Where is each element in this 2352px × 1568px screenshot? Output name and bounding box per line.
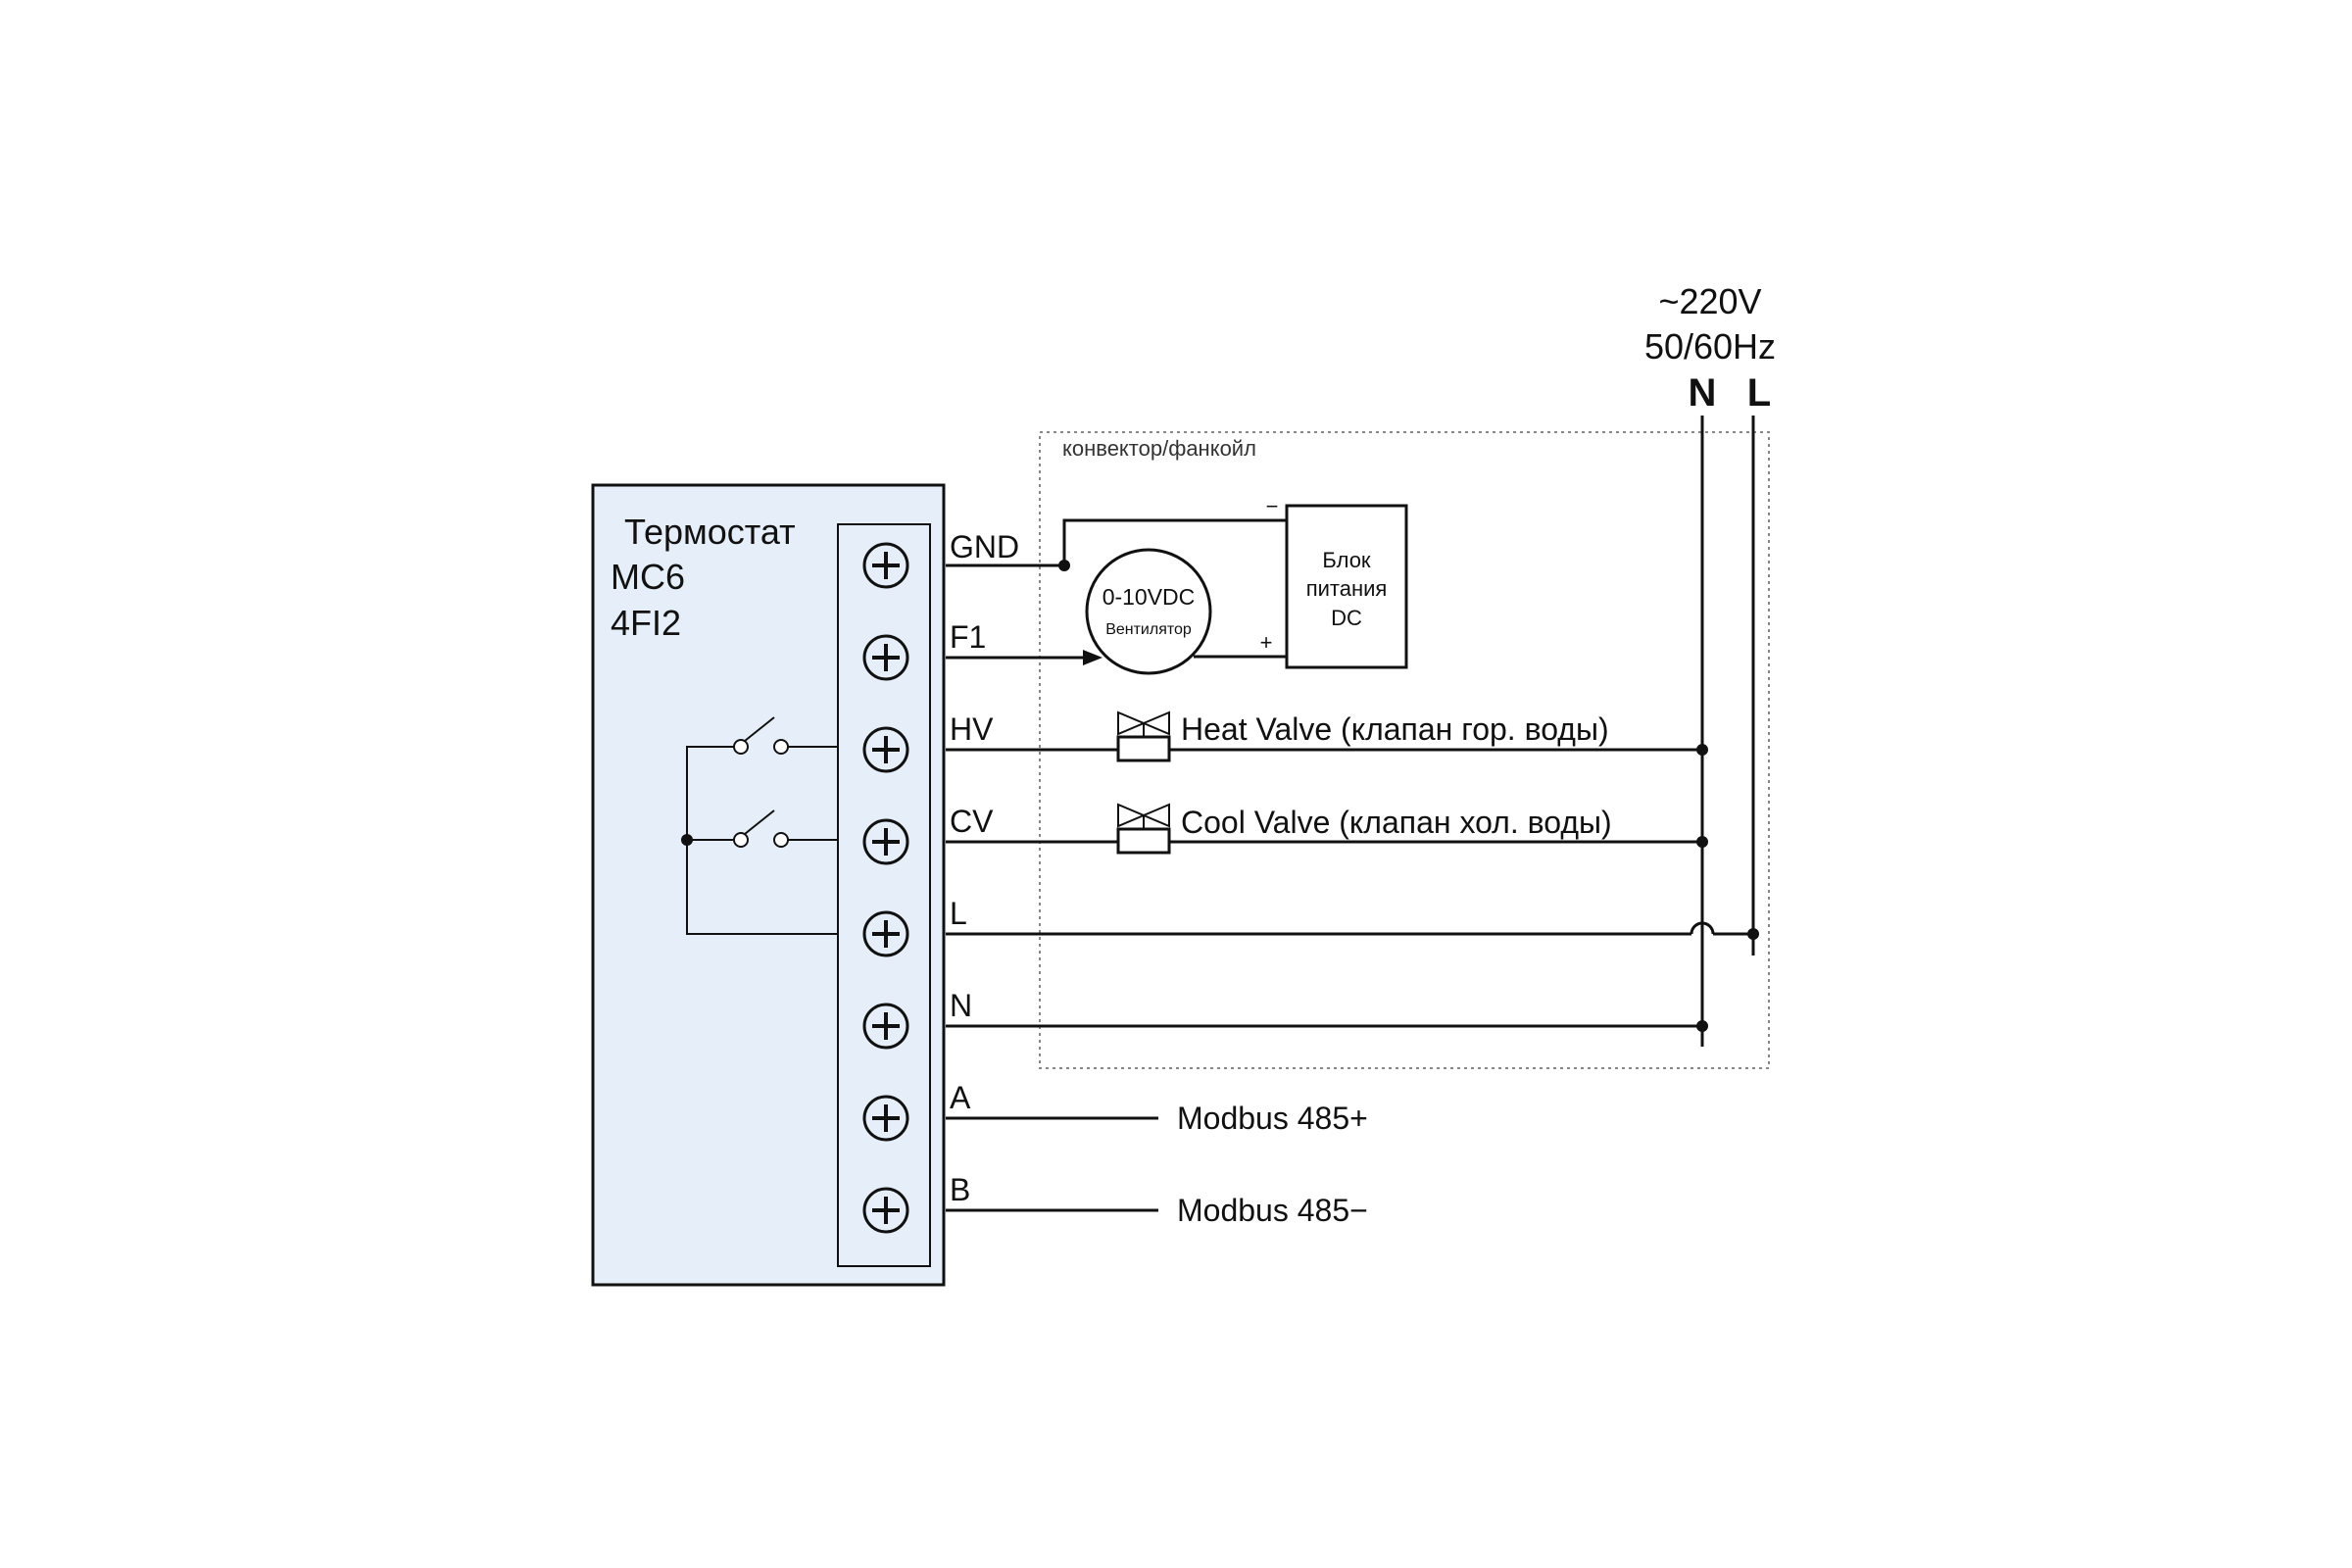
n-wire xyxy=(946,1020,1708,1032)
terminal-label-hv: HV xyxy=(950,711,994,747)
fan-sublabel: Вентилятор xyxy=(1105,621,1192,638)
terminal-label-a: A xyxy=(950,1080,971,1115)
terminal-label-n: N xyxy=(950,988,972,1023)
supply-l-label: L xyxy=(1747,371,1771,415)
fan-label: 0-10VDC xyxy=(1102,584,1196,610)
terminal-b[interactable] xyxy=(862,1187,909,1234)
psu-line3: DC xyxy=(1331,606,1362,630)
psu-line2: питания xyxy=(1306,576,1388,601)
terminal-gnd[interactable] xyxy=(862,542,909,589)
psu-block: Блок питания DC xyxy=(1285,504,1408,669)
l-wire xyxy=(946,921,1759,940)
thermostat-title-line1: Термостат xyxy=(624,512,796,552)
f1-wire xyxy=(946,650,1102,665)
cv-wire xyxy=(946,836,1708,848)
terminal-label-b: B xyxy=(950,1172,970,1207)
psu-plus-label: + xyxy=(1260,630,1273,655)
modbus-b-label: Modbus 485− xyxy=(1177,1193,1368,1228)
heat-valve-icon xyxy=(1116,710,1171,762)
psu-line1: Блок xyxy=(1322,548,1371,572)
gnd-wire xyxy=(946,518,1287,571)
heat-valve-label: Heat Valve (клапан гор. воды) xyxy=(1181,711,1609,747)
supply-n-label: N xyxy=(1689,371,1717,415)
thermostat-title-line3: 4FI2 xyxy=(611,603,681,643)
terminal-label-cv: CV xyxy=(950,804,994,839)
psu-minus-label: − xyxy=(1266,494,1279,518)
convector-fancoil-label: конвектор/фанкойл xyxy=(1062,436,1256,461)
terminal-a[interactable] xyxy=(862,1095,909,1142)
terminal-l[interactable] xyxy=(862,910,909,957)
fan-motor: 0-10VDC Вентилятор xyxy=(1085,548,1212,675)
modbus-a-label: Modbus 485+ xyxy=(1177,1101,1368,1136)
terminal-hv[interactable] xyxy=(862,726,909,773)
supply-voltage: ~220V xyxy=(1658,281,1761,321)
terminal-label-gnd: GND xyxy=(950,529,1019,564)
thermostat-title-line2: MC6 xyxy=(611,557,685,597)
cool-valve-label: Cool Valve (клапан хол. воды) xyxy=(1181,805,1612,840)
terminal-label-l: L xyxy=(950,896,967,931)
cool-valve-icon xyxy=(1116,803,1171,855)
terminal-label-f1: F1 xyxy=(950,619,986,655)
terminal-n[interactable] xyxy=(862,1003,909,1050)
convector-fancoil-box xyxy=(1039,431,1770,1069)
terminal-cv[interactable] xyxy=(862,818,909,865)
internal-relay-switches xyxy=(681,716,838,935)
terminal-f1[interactable] xyxy=(862,634,909,681)
supply-frequency: 50/60Hz xyxy=(1644,326,1776,367)
